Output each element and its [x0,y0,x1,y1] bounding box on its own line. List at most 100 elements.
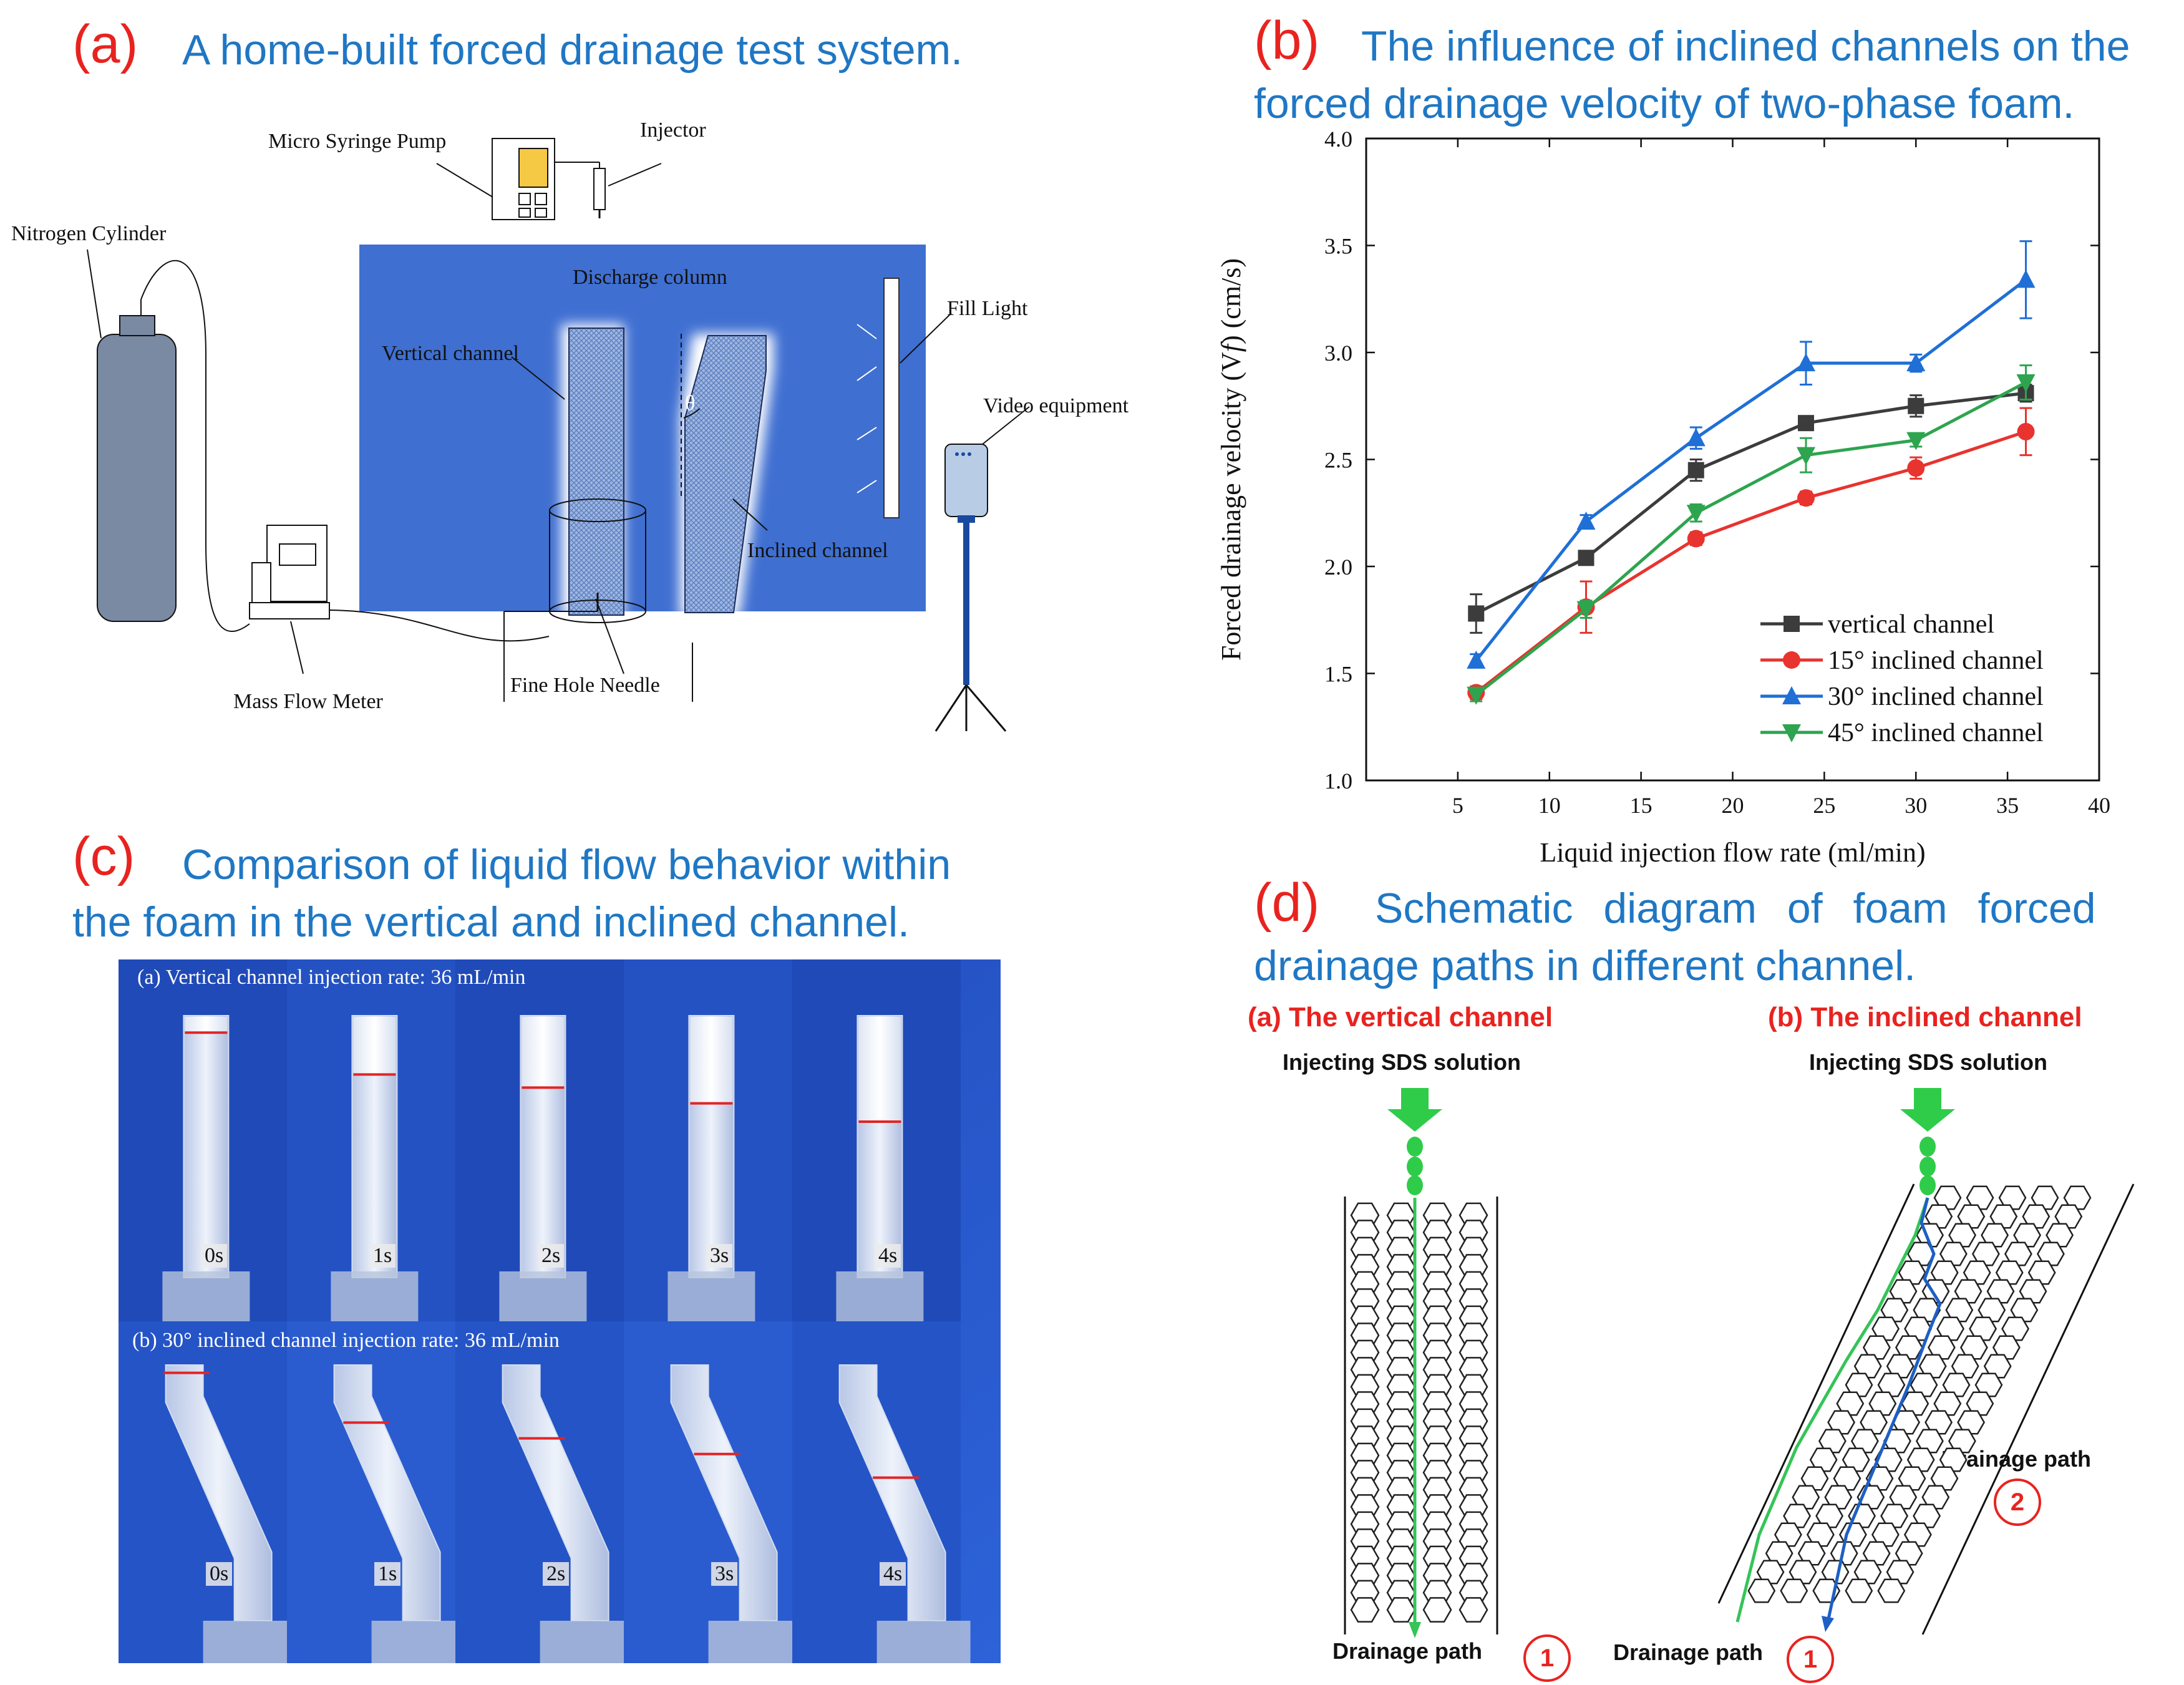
foam-cell [1927,1335,1956,1360]
label-video-equipment: Video equipment [983,394,1129,417]
foam-cell [2013,1223,2042,1248]
series-line [1475,278,2027,662]
subtitle-inclined-channel: (b) The inclined channel [1768,1002,2082,1032]
solution-drop [1407,1175,1423,1195]
data-point [1907,459,1925,477]
foam-cell [1874,1447,1903,1472]
panel-b-title-line1: The influence of inclined channels on th… [1361,22,2130,70]
x-tick-label: 30 [1905,793,1927,818]
tube-base [162,1271,250,1321]
y-tick-label: 1.5 [1324,662,1352,687]
foam-cell [1966,1391,1994,1416]
foam-cell [1756,1560,1785,1585]
foam-cell [1886,1354,1915,1379]
foam-cell [1948,1223,1977,1248]
foam-cell [1971,1241,2000,1266]
foam-cell [1800,1466,1829,1491]
label-vertical-channel: Vertical channel [382,342,519,365]
foam-cell [1862,1335,1891,1360]
label-fine-hole-needle: Fine Hole Needle [510,674,660,697]
foam-cell [1824,1485,1853,1510]
time-label-vertical: 1s [369,1244,396,1268]
foam-cell [1386,1597,1416,1623]
data-point [1576,511,1596,530]
data-point [1906,353,1926,372]
foam-cell [1957,1204,1986,1229]
foam-cell [1880,1503,1909,1528]
legend-marker [1784,616,1800,632]
foam-cell [1906,1241,1935,1266]
foam-cell [1930,1466,1959,1491]
series-line [1475,381,2027,696]
time-label-inclined: 2s [543,1562,570,1586]
foam-cell [1815,1503,1844,1528]
foam-cell [2019,1279,2047,1304]
foam-cell [1981,1223,2009,1248]
foam-cell [1886,1560,1915,1585]
foam-cell [1924,1204,1953,1229]
inclined-photo-0 [119,1321,297,1663]
drainage-path-inclined-1 [1735,1197,1929,1623]
time-label-inclined: 3s [711,1562,738,1586]
foam-cell [1903,1522,1932,1547]
series-1 [1467,407,2035,702]
data-point [1687,462,1704,478]
data-point [1797,447,1815,465]
x-tick-label: 20 [1722,793,1744,818]
foam-cell [1974,1372,2003,1397]
panel-c-title-line1: Comparison of liquid flow behavior withi… [182,841,951,888]
foam-cell [2004,1241,2032,1266]
y-tick-label: 4.0 [1324,127,1352,152]
series-3 [1467,364,2036,705]
foam-cell [1836,1391,1865,1416]
legend-marker [1782,686,1801,704]
foam-cell [1350,1597,1380,1623]
foam-cell [1936,1316,1965,1341]
foam-cell [1833,1466,1861,1491]
series-0 [1468,383,2034,634]
nitrogen-cylinder [97,334,177,622]
time-label-inclined: 1s [374,1562,401,1586]
foam-cell [1978,1298,2006,1323]
foam-cell [1918,1354,1947,1379]
panel-a-label: (a) [72,14,138,74]
foam-cell [1853,1560,1882,1585]
foam-cell [2063,1185,2092,1210]
foam-cell [2022,1204,2051,1229]
solution-drop [1919,1157,1936,1177]
tube-base [203,1621,297,1663]
time-label-vertical: 4s [875,1244,901,1268]
foam-column [690,1017,733,1104]
foam-cell [1895,1335,1923,1360]
foam-cell [1853,1354,1882,1379]
tube-base [836,1271,924,1321]
inclined-wall-right [1921,1183,2135,1635]
legend-marker [1782,724,1801,742]
tube-base [540,1621,634,1663]
foam-cell [1842,1447,1870,1472]
data-point [1686,505,1706,523]
foam-column [353,1017,396,1075]
panel-d-title-line1: Schematic diagram of foam forced [1375,885,2096,932]
drainage-path-label-inclined-1: Drainage path [1613,1639,1764,1665]
legend-label: 30° inclined channel [1828,682,2044,711]
foam-cell [1422,1597,1452,1623]
label-inclined-channel: Inclined channel [747,539,888,562]
foam-cell [1792,1485,1820,1510]
path-2-badge-inclined: 2 [1994,1479,2041,1526]
foam-cell [1966,1185,1994,1210]
foam-cell [1989,1204,2018,1229]
injection-arrow-inclined [1900,1088,1955,1132]
y-tick-label: 3.5 [1324,234,1352,259]
foam-cell [1969,1316,1997,1341]
series-2 [1467,240,2036,669]
foam-cell [1783,1503,1812,1528]
label-theta: θ [685,392,696,415]
data-point [1468,605,1485,622]
foam-cell [1818,1429,1847,1454]
foam-cell [2046,1223,2074,1248]
y-tick-label: 1.0 [1324,769,1352,794]
solution-drop [1407,1137,1423,1157]
foam-cell [1895,1541,1923,1566]
data-point [1797,353,1815,372]
